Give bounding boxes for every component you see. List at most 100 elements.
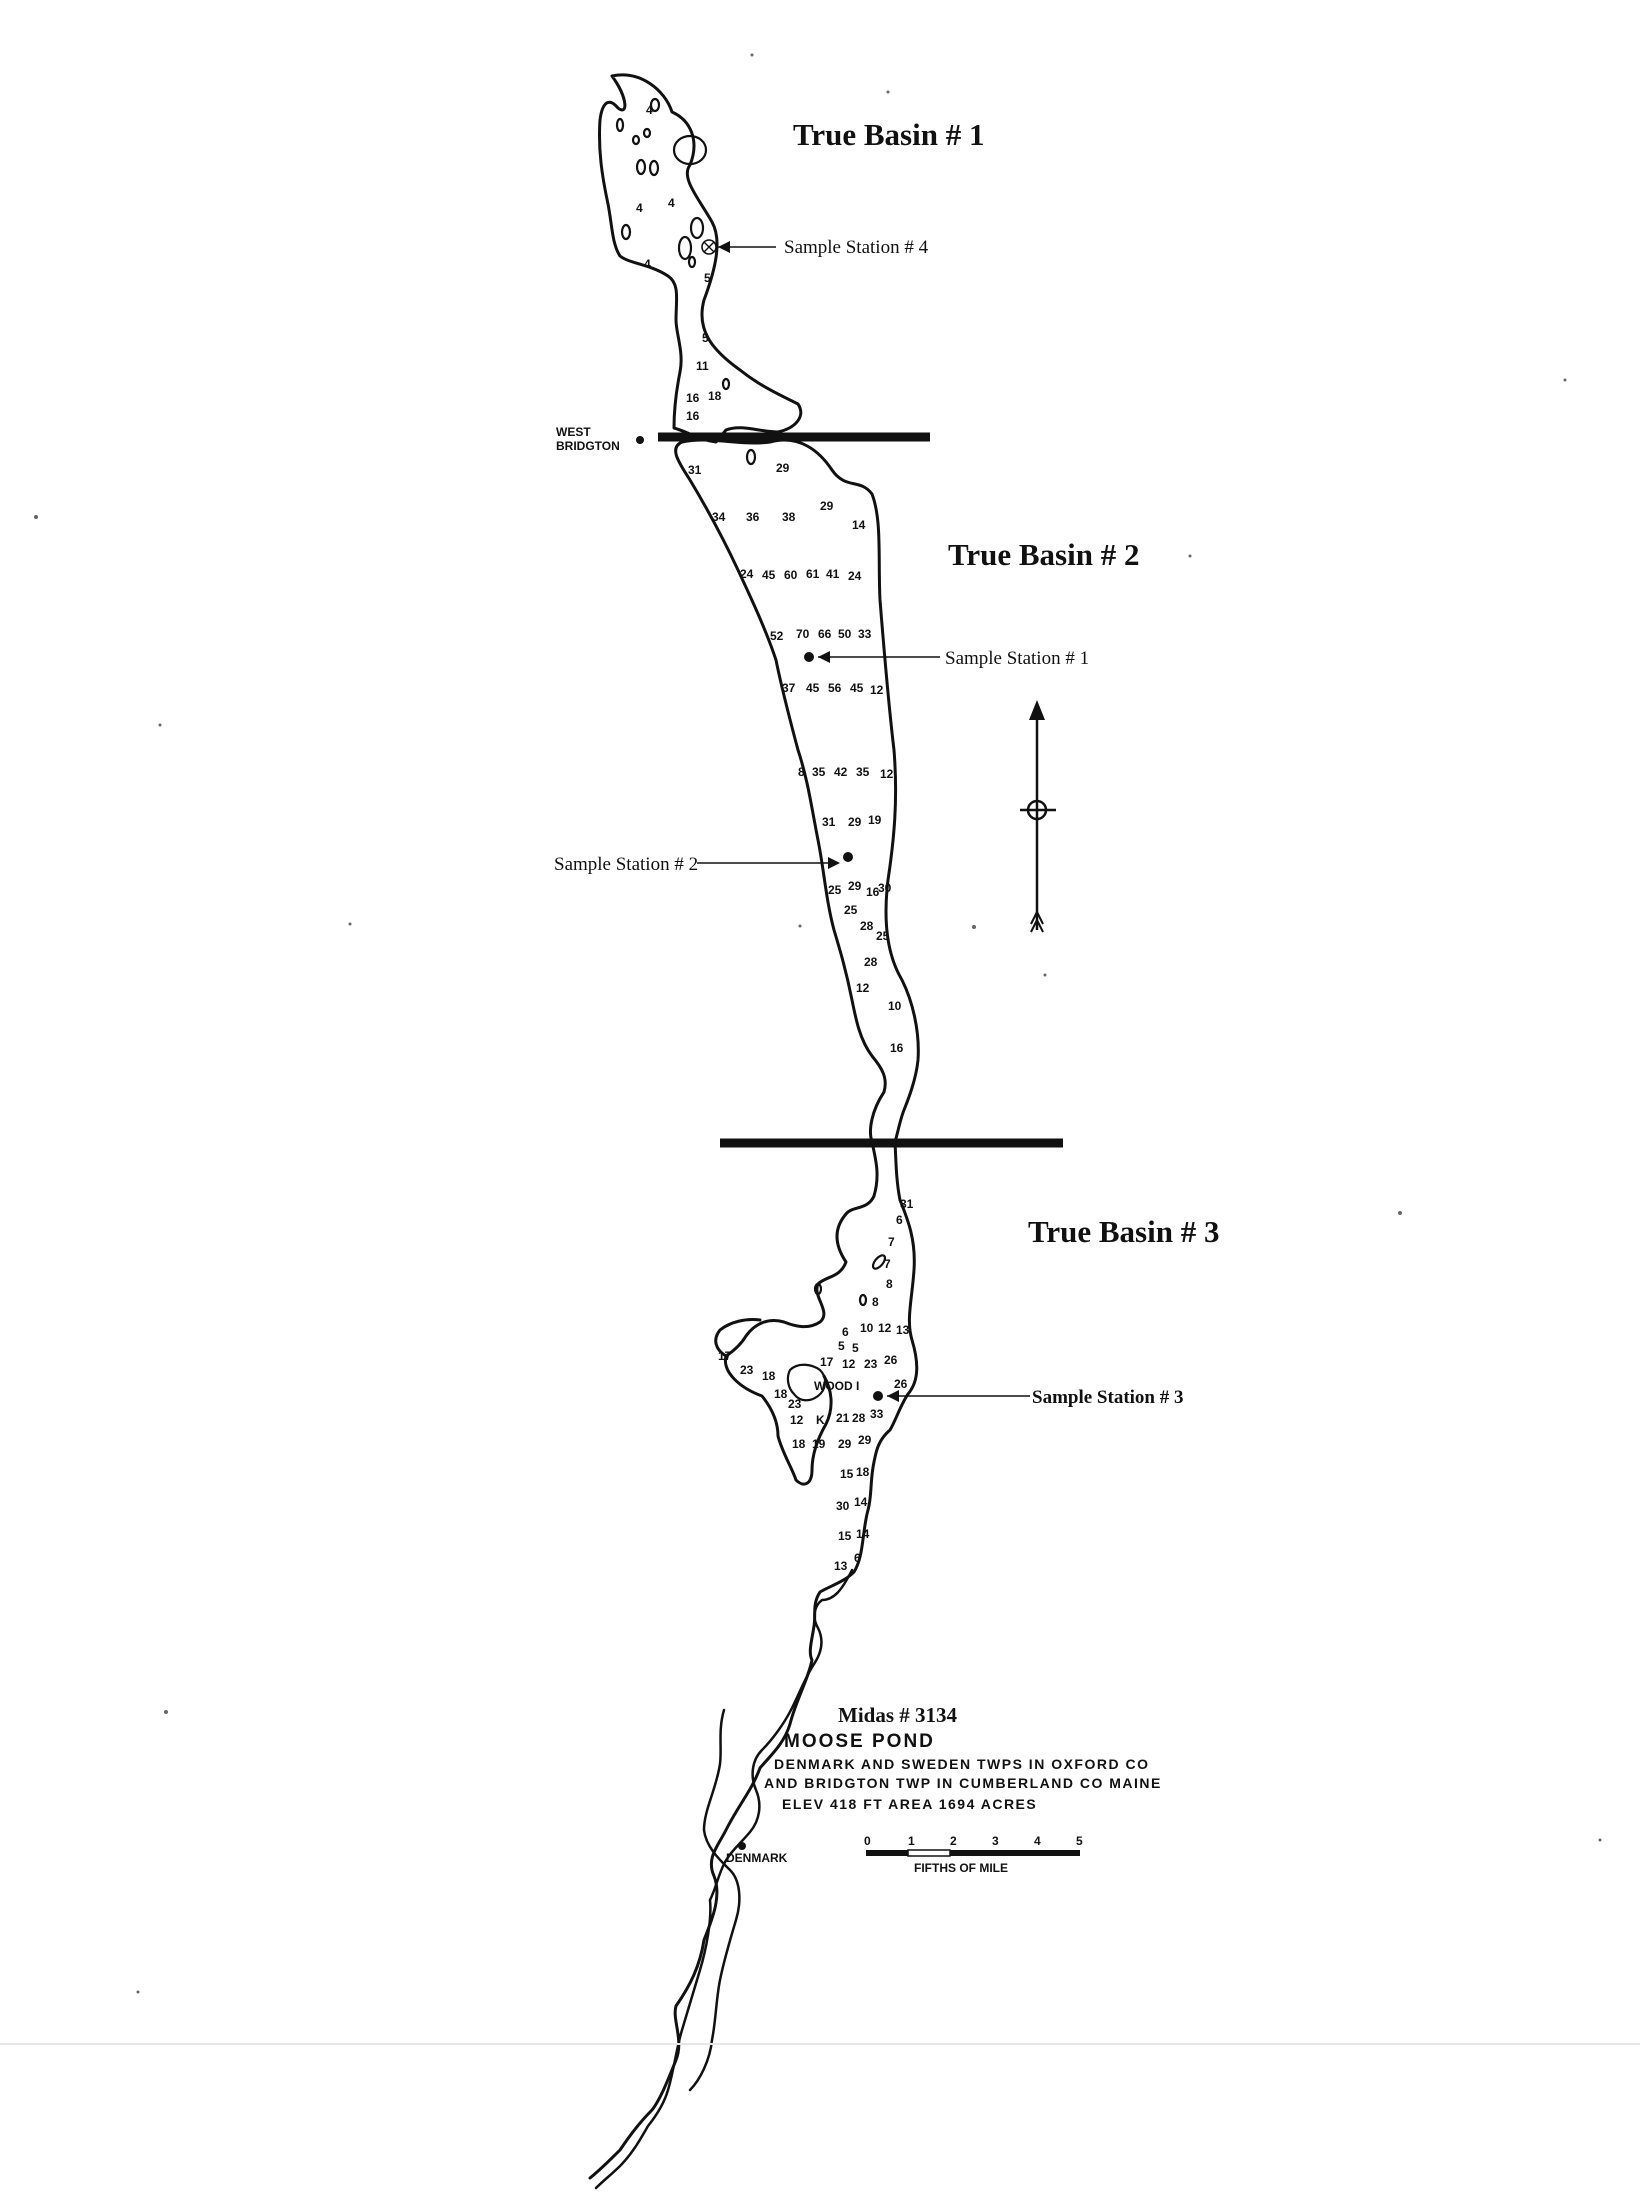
island (689, 216, 705, 240)
depth-label: 11 (696, 359, 709, 373)
depth-label: 18 (774, 1387, 788, 1401)
depth-label: 61 (806, 567, 820, 581)
map-caption: Midas # 3134 MOOSE POND DENMARK AND SWED… (764, 1703, 1160, 1812)
island (858, 1293, 868, 1307)
scan-specks (0, 53, 1640, 2045)
depth-label: 8 (872, 1295, 879, 1309)
basin-1-soundings: 4 4 4 4 5 5 11 16 18 16 (636, 103, 722, 423)
depth-label: 4 (646, 103, 653, 117)
depth-label: 16 (686, 391, 700, 405)
depth-label: 31 (688, 463, 702, 477)
depth-label: 37 (782, 681, 796, 695)
depth-label: 33 (870, 1407, 884, 1421)
depth-label: 25 (844, 903, 858, 917)
depth-label: 15 (840, 1467, 854, 1481)
scale-segment (950, 1850, 992, 1856)
island (871, 1254, 887, 1270)
depth-label: 31 (900, 1197, 914, 1211)
depth-label: 26 (894, 1377, 908, 1391)
depth-label: 29 (776, 461, 790, 475)
depth-label: 4 (668, 196, 675, 210)
station-3-label: Sample Station # 3 (1032, 1387, 1184, 1408)
depth-label: 12 (856, 981, 870, 995)
west-bridgton-label-1: WEST (556, 425, 591, 439)
depth-label: 13 (834, 1559, 848, 1573)
depth-label: 23 (740, 1363, 754, 1377)
scale-tick-label: 3 (992, 1834, 999, 1848)
scale-bar: 0 1 2 3 4 5 FIFTHS OF MILE (864, 1834, 1083, 1875)
depth-label: 18 (708, 389, 722, 403)
depth-label: 5 (704, 271, 711, 285)
depth-label: 23 (788, 1397, 802, 1411)
basin-3-west-shoreline (724, 1194, 876, 1486)
basin-2-title: True Basin # 2 (948, 537, 1139, 572)
island (687, 255, 697, 269)
scale-tick-label: 2 (950, 1834, 957, 1848)
depth-label: 16 (686, 409, 700, 423)
island (721, 377, 731, 391)
depth-label: 24 (740, 567, 754, 581)
sample-station-4: Sample Station # 4 (701, 237, 929, 258)
depth-label: 5 (702, 331, 709, 345)
depth-label: 42 (834, 765, 848, 779)
scale-segment (992, 1850, 1034, 1856)
scale-segment (866, 1850, 908, 1856)
outlet-river-lower (688, 1708, 741, 2092)
depth-label: 28 (864, 955, 878, 969)
depth-label: 70 (796, 627, 810, 641)
midas-number: Midas # 3134 (838, 1703, 958, 1727)
depth-label: 29 (858, 1433, 872, 1447)
depth-label: 5 (838, 1339, 845, 1353)
north-arrow-icon (1020, 700, 1056, 933)
island (813, 1282, 823, 1296)
depth-label: 7 (888, 1235, 895, 1249)
depth-label: 8 (798, 765, 805, 779)
sample-station-3: Sample Station # 3 (873, 1387, 1184, 1408)
sample-station-2: Sample Station # 2 (554, 852, 853, 875)
depth-label: 25 (876, 929, 890, 943)
depth-label: 5 (852, 1341, 859, 1355)
island (642, 127, 652, 139)
denmark-label: DENMARK (726, 1851, 788, 1865)
depth-label: 7 (884, 1257, 891, 1271)
depth-label: 23 (864, 1357, 878, 1371)
depth-label: 66 (818, 627, 832, 641)
channel-east-shore (893, 1140, 902, 1202)
basin-1-shoreline (597, 73, 803, 444)
depth-label: 21 (836, 1411, 850, 1425)
depth-label: 14 (854, 1495, 868, 1509)
depth-label: 28 (860, 919, 874, 933)
depth-label: 6 (896, 1213, 903, 1227)
scale-tick-label: 1 (908, 1834, 915, 1848)
basin-2-shoreline (674, 438, 920, 1144)
scale-tick-label: 5 (1076, 1834, 1083, 1848)
island (745, 448, 757, 466)
station-2-label: Sample Station # 2 (554, 854, 698, 875)
depth-label: 35 (812, 765, 826, 779)
depth-label: 13 (896, 1323, 910, 1337)
depth-label: 12 (842, 1357, 856, 1371)
depth-label: 19 (812, 1437, 826, 1451)
depth-label: 19 (868, 813, 882, 827)
scale-segment (1034, 1850, 1080, 1856)
depth-label: 29 (848, 879, 862, 893)
depth-label: 4 (644, 257, 651, 271)
depth-label: 41 (826, 567, 840, 581)
depth-label: 26 (884, 1353, 898, 1367)
depth-label: 33 (858, 627, 872, 641)
depth-label: 29 (838, 1437, 852, 1451)
depth-label: 16 (866, 885, 880, 899)
depth-label: 17 (718, 1349, 732, 1363)
depth-label: 18 (792, 1437, 806, 1451)
depth-label: 10 (860, 1321, 874, 1335)
caption-line-3: ELEV 418 FT AREA 1694 ACRES (782, 1796, 1037, 1812)
island (672, 134, 708, 166)
island (631, 134, 641, 146)
depth-label: 60 (784, 568, 798, 582)
depth-label: 14 (856, 1527, 870, 1541)
island (615, 117, 625, 133)
depth-label: 31 (822, 815, 836, 829)
depth-label: 6 (854, 1551, 861, 1565)
scale-tick-label: 4 (1034, 1834, 1041, 1848)
